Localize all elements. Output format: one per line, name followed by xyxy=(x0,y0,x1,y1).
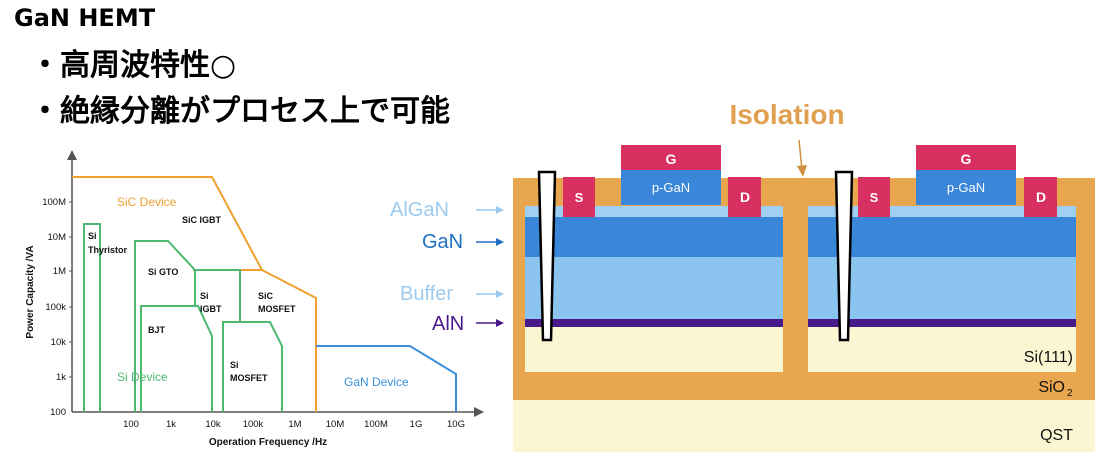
source-label-left: S xyxy=(575,190,584,205)
sio2-subscript: 2 xyxy=(1067,388,1073,399)
trench-left xyxy=(537,170,557,342)
source-contact-right xyxy=(858,177,890,217)
source-contact-left xyxy=(563,177,595,217)
si-thyristor-label-2: Thyristor xyxy=(88,245,128,255)
trench-right xyxy=(834,170,854,342)
x-axis-arrow xyxy=(474,407,484,417)
source-label-right: S xyxy=(870,190,879,205)
sic-device-label: SiC Device xyxy=(117,195,177,209)
gan-device-boundary xyxy=(316,345,457,412)
page-title: GaN HEMT xyxy=(14,4,156,32)
device-right xyxy=(808,145,1076,372)
y-tick-100k: 100k xyxy=(45,302,66,313)
pgan-label-right: p-GaN xyxy=(947,180,985,195)
x-tick-100M: 100M xyxy=(364,419,388,430)
x-tick-1M: 1M xyxy=(288,419,301,430)
x-tick-10k: 10k xyxy=(205,419,221,430)
isolation-arrow xyxy=(798,139,803,171)
si-device-label: Si Device xyxy=(117,370,168,384)
aln-label: AlN xyxy=(432,313,464,335)
buffer-right xyxy=(808,257,1076,319)
si-igbt-boundary xyxy=(193,269,241,322)
si-igbt-label-2: IGBT xyxy=(200,304,222,314)
isolation-label: Isolation xyxy=(729,99,844,130)
y-tick-100: 100 xyxy=(50,407,66,418)
buffer-label: Buffer xyxy=(400,283,453,305)
y-tick-10k: 10k xyxy=(51,337,67,348)
sic-mosfet-label-1: SiC xyxy=(258,291,274,301)
bullet-isolation-process: ・絶縁分離がプロセス上で可能 xyxy=(30,94,450,129)
bjt-boundary xyxy=(140,305,213,412)
gate-label-right: G xyxy=(961,151,972,167)
si111-right xyxy=(808,326,1076,372)
algan-right xyxy=(808,206,1076,217)
si-gto-label: Si GTO xyxy=(148,267,178,277)
aln-right xyxy=(808,319,1076,327)
sio2-label: SiO xyxy=(1038,379,1065,396)
drain-contact-right xyxy=(1024,177,1057,217)
sic-mosfet-label-2: MOSFET xyxy=(258,304,296,314)
x-tick-1G: 1G xyxy=(410,419,423,430)
gan-right xyxy=(808,216,1076,257)
x-tick-100k: 100k xyxy=(243,419,264,430)
gan-device-label: GaN Device xyxy=(344,375,409,389)
drain-label-left: D xyxy=(740,189,750,205)
y-tick-100M: 100M xyxy=(42,197,66,208)
x-tick-1k: 1k xyxy=(166,419,176,430)
x-tick-10M: 10M xyxy=(326,419,345,430)
algan-label: AlGaN xyxy=(390,199,449,221)
drain-label-right: D xyxy=(1036,189,1046,205)
gate-label-left: G xyxy=(666,151,677,167)
y-axis-label: Power Capacity /VA xyxy=(25,245,36,338)
bjt-label: BJT xyxy=(148,325,166,335)
y-axis-arrow xyxy=(67,150,77,160)
device-left xyxy=(525,145,783,372)
qst-substrate xyxy=(513,400,1095,452)
power-frequency-chart: 100M 10M 1M 100k 10k 1k 100 100 1k 10k 1… xyxy=(25,150,484,448)
algan-left xyxy=(525,206,783,217)
y-tick-10M: 10M xyxy=(48,232,67,243)
isolation-arrow-head xyxy=(797,165,807,177)
isolation-groove xyxy=(783,206,808,372)
drain-contact-left xyxy=(728,177,761,217)
y-tick-1M: 1M xyxy=(53,266,66,277)
pgan-left xyxy=(621,169,721,205)
bullet-high-frequency: ・高周波特性○ xyxy=(30,48,237,83)
si-mosfet-label-1: Si xyxy=(230,360,239,370)
qst-label: QST xyxy=(1040,427,1073,444)
buffer-left xyxy=(525,257,783,319)
si-gto-boundary xyxy=(134,240,196,412)
si-thyristor-label-1: Si xyxy=(88,231,97,241)
gate-left xyxy=(621,145,721,170)
layer-labels: AlGaN GaN Buffer AlN xyxy=(390,199,504,335)
si111-left xyxy=(525,326,783,372)
aln-left xyxy=(525,319,783,327)
sic-igbt-label: SiC IGBT xyxy=(182,215,222,225)
pgan-label-left: p-GaN xyxy=(652,180,690,195)
pgan-right xyxy=(916,169,1016,205)
gate-right xyxy=(916,145,1016,170)
hemt-cross-section: G G S S D D p-GaN p-GaN Isolation Si(111… xyxy=(513,99,1095,452)
y-tick-1k: 1k xyxy=(56,372,66,383)
gan-label: GaN xyxy=(422,231,463,253)
si-igbt-label-1: Si xyxy=(200,291,209,301)
gan-left xyxy=(525,216,783,257)
x-tick-10G: 10G xyxy=(447,419,465,430)
si-thyristor-boundary xyxy=(83,223,101,412)
si-mosfet-boundary xyxy=(222,321,283,412)
x-axis-label: Operation Frequency /Hz xyxy=(209,437,327,448)
si111-label: Si(111) xyxy=(1024,349,1073,366)
si-mosfet-label-2: MOSFET xyxy=(230,373,268,383)
x-tick-100: 100 xyxy=(123,419,139,430)
